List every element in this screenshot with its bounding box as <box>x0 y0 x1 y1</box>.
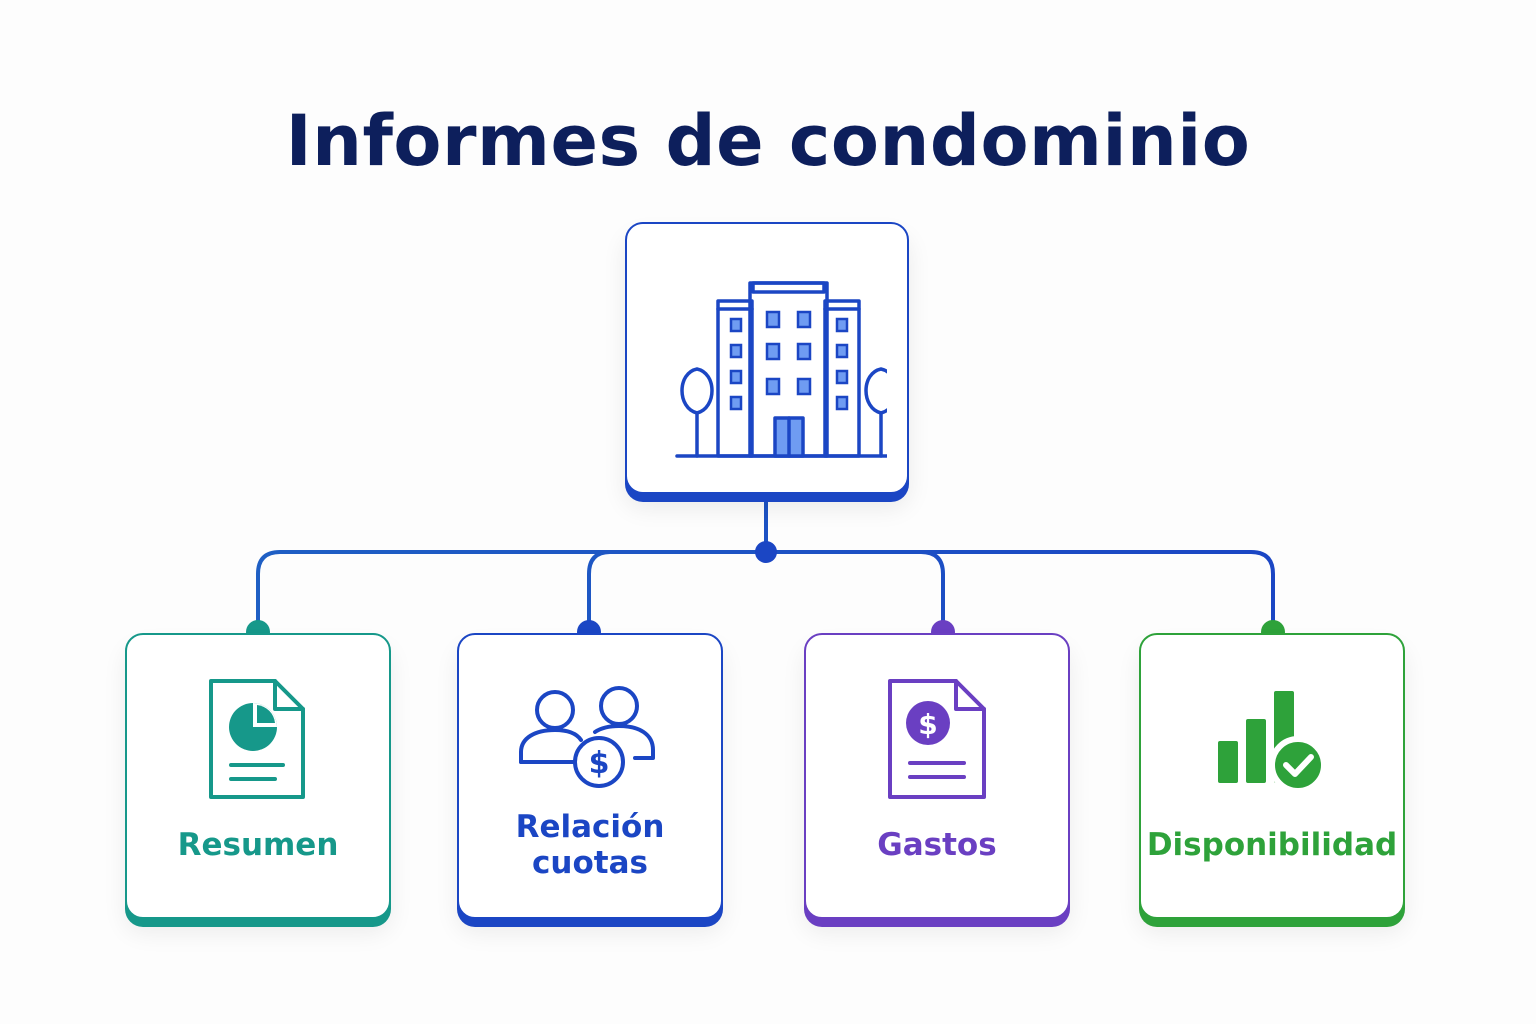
card-relacion-cuotas[interactable]: $ Relación cuotas <box>457 633 723 919</box>
label-gastos: Gastos <box>877 827 997 863</box>
branch-line-disponibilidad <box>764 550 1275 634</box>
branch-line-resumen <box>256 550 768 634</box>
bar-chart-check-icon <box>1218 691 1327 794</box>
card-gastos[interactable]: $ Gastos <box>804 633 1070 919</box>
label-resumen: Resumen <box>177 827 339 863</box>
pie-chart-document-icon <box>209 679 305 799</box>
building-icon <box>675 281 887 458</box>
branch-line-cuotas <box>587 550 768 634</box>
root-card <box>625 222 909 494</box>
diagram-title: Informes de condominio <box>285 100 1251 182</box>
label-disponibilidad: Disponibilidad <box>1146 827 1398 863</box>
hub-node <box>755 541 777 563</box>
svg-text:$: $ <box>589 746 610 781</box>
svg-text:$: $ <box>918 708 937 741</box>
label-relacion-cuotas: Relación cuotas <box>515 809 665 881</box>
people-dollar-icon: $ <box>519 686 655 788</box>
card-resumen[interactable]: Resumen <box>125 633 391 919</box>
card-disponibilidad[interactable]: Disponibilidad <box>1139 633 1405 919</box>
dollar-document-icon: $ <box>888 679 986 799</box>
branch-line-gastos <box>764 550 945 634</box>
